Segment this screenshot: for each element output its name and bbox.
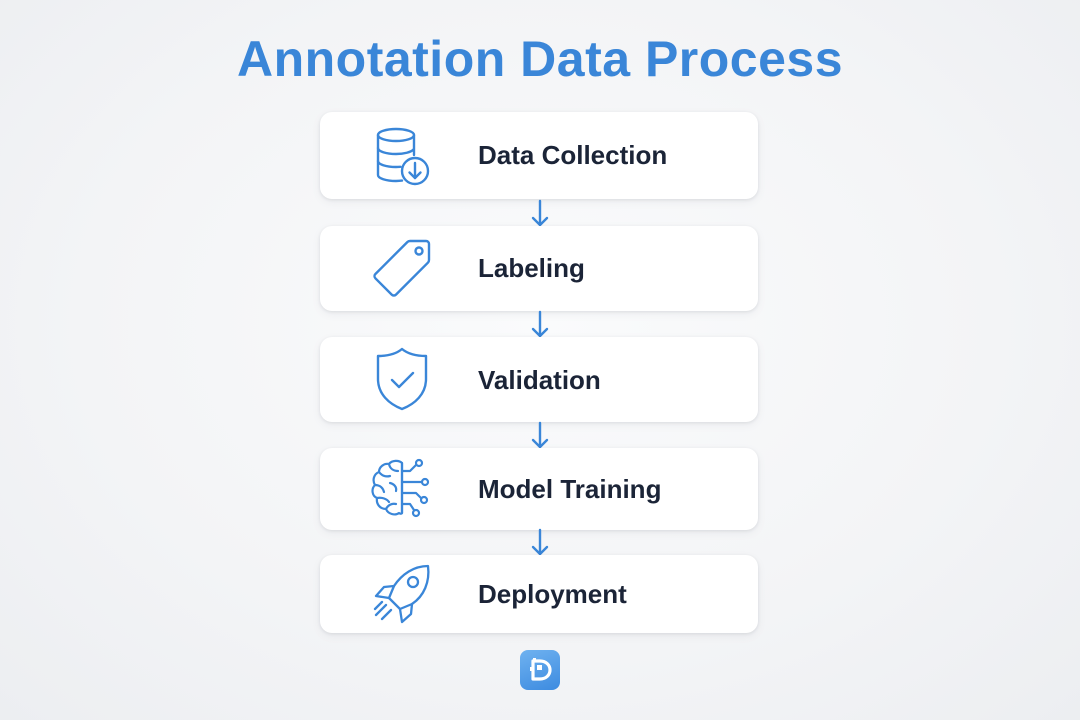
tag-icon <box>366 233 438 305</box>
flow-arrow <box>527 420 553 452</box>
diagram-title: Annotation Data Process <box>236 31 844 87</box>
step-validation: Validation <box>320 337 758 422</box>
step-data-collection: Data Collection <box>320 112 758 199</box>
database-download-icon <box>366 119 438 191</box>
step-label: Deployment <box>478 579 627 609</box>
flow-arrow <box>527 527 553 559</box>
flow-arrow <box>527 198 553 230</box>
step-label: Model Training <box>478 474 662 504</box>
brain-circuit-icon <box>366 453 438 525</box>
d-logo-icon <box>520 650 560 690</box>
step-label: Data Collection <box>478 140 668 170</box>
step-deployment: Deployment <box>320 555 758 633</box>
flow-arrow <box>527 309 553 341</box>
step-label: Labeling <box>478 253 585 283</box>
rocket-icon <box>366 558 438 630</box>
step-label: Validation <box>478 365 601 395</box>
step-labeling: Labeling <box>320 226 758 311</box>
step-model-training: Model Training <box>320 448 758 530</box>
shield-check-icon <box>366 343 438 415</box>
